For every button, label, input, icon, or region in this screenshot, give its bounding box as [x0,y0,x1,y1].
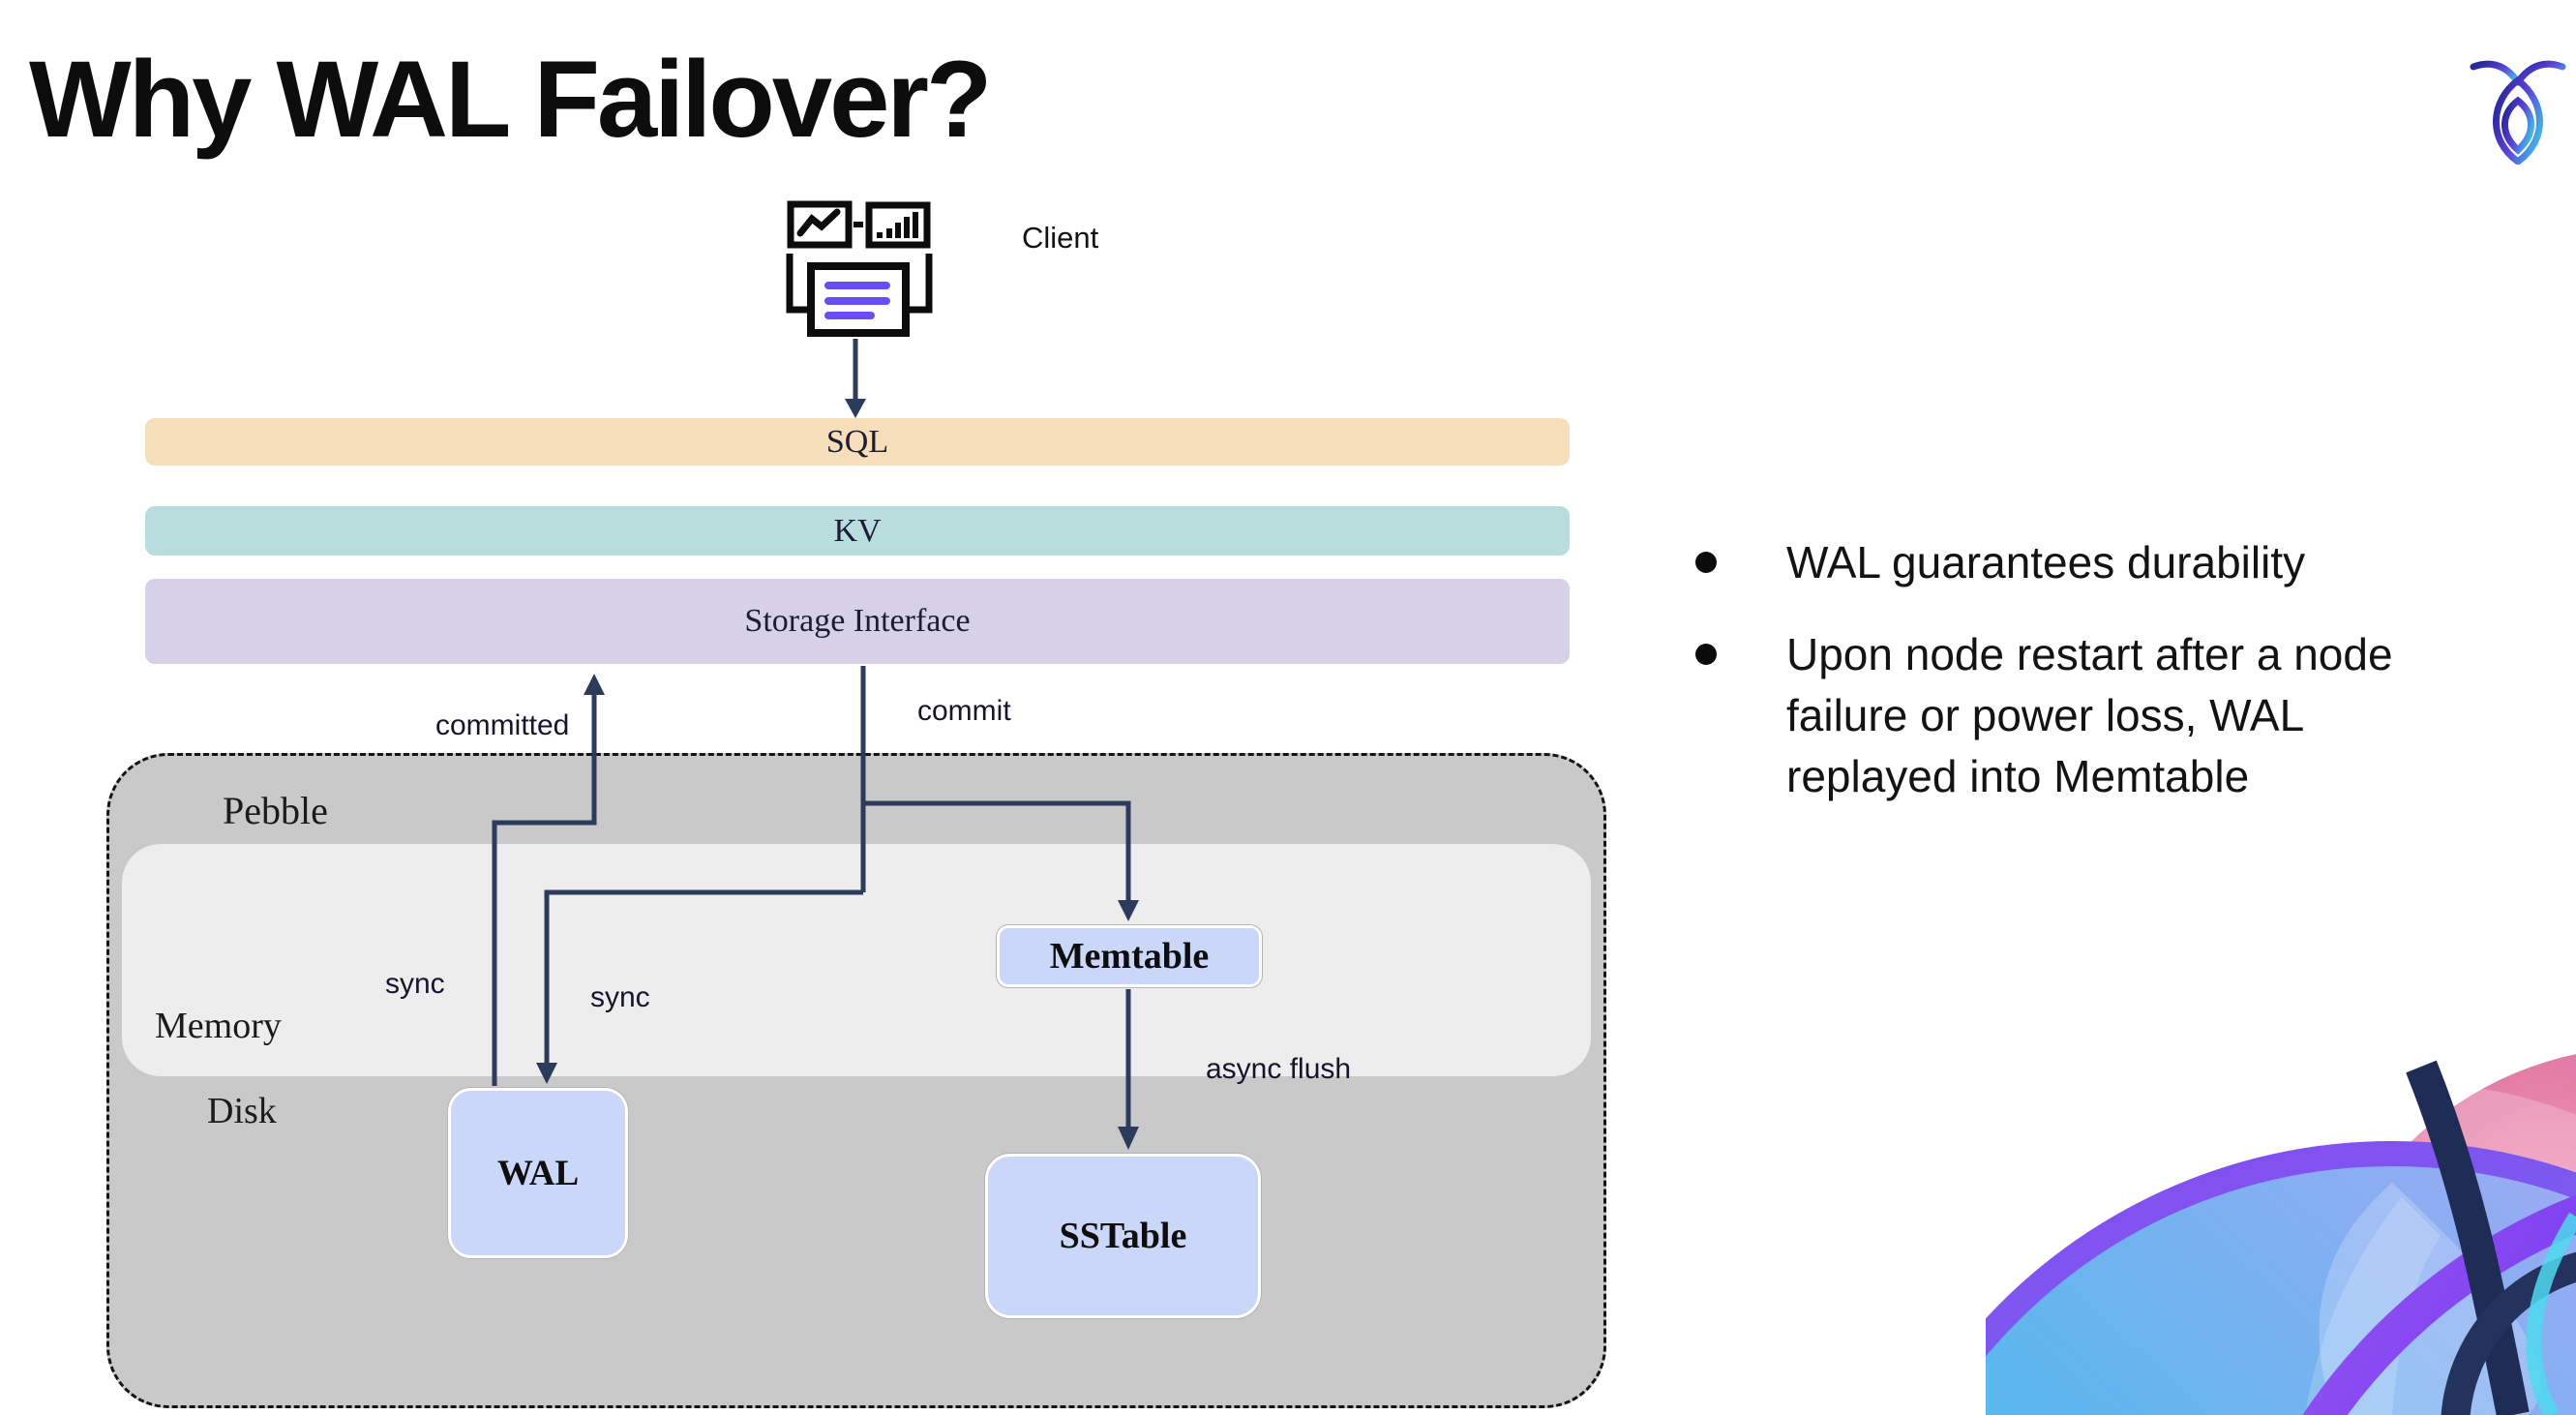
memory-label: Memory [155,1006,282,1046]
list-item: WAL guarantees durability [1695,532,2566,593]
edge-label-commit: commit [917,695,1011,727]
memtable-box: Memtable [997,925,1262,987]
memtable-label: Memtable [1049,936,1210,977]
layer-bar-sql: SQL [145,418,1570,466]
layer-bar-kv: KV [145,506,1570,556]
brand-sphere-art [1986,975,2576,1415]
layer-label-storage-interface: Storage Interface [744,603,971,639]
wal-label: WAL [496,1153,580,1193]
bullet-dot-icon [1695,644,1717,665]
wal-box: WAL [448,1088,628,1258]
edge-label-sync-commit-path: sync [590,981,650,1013]
disk-label: Disk [207,1091,277,1131]
bullet-text: Upon node restart after a node failure o… [1786,629,2393,801]
layer-label-sql: SQL [825,423,889,460]
cockroachdb-logo-icon [2470,50,2566,166]
edge-label-committed: committed [435,709,570,741]
pebble-label: Pebble [223,789,328,832]
list-item: Upon node restart after a node failure o… [1695,624,2566,807]
page-title: Why WAL Failover? [29,39,992,160]
client-label: Client [1022,221,1099,255]
layer-label-kv: KV [833,512,882,549]
bullet-list: WAL guarantees durability Upon node rest… [1695,532,2566,838]
client-workstations-icon [786,192,933,337]
memory-band [122,844,1591,1076]
edge-label-sync-committed-path: sync [385,968,445,1000]
edge-label-async-flush: async flush [1206,1053,1352,1085]
layer-bar-storage-interface: Storage Interface [145,579,1570,664]
sstable-label: SSTable [1059,1216,1187,1256]
bullet-dot-icon [1695,552,1717,573]
bullet-text: WAL guarantees durability [1786,537,2306,587]
sstable-box: SSTable [985,1154,1261,1318]
